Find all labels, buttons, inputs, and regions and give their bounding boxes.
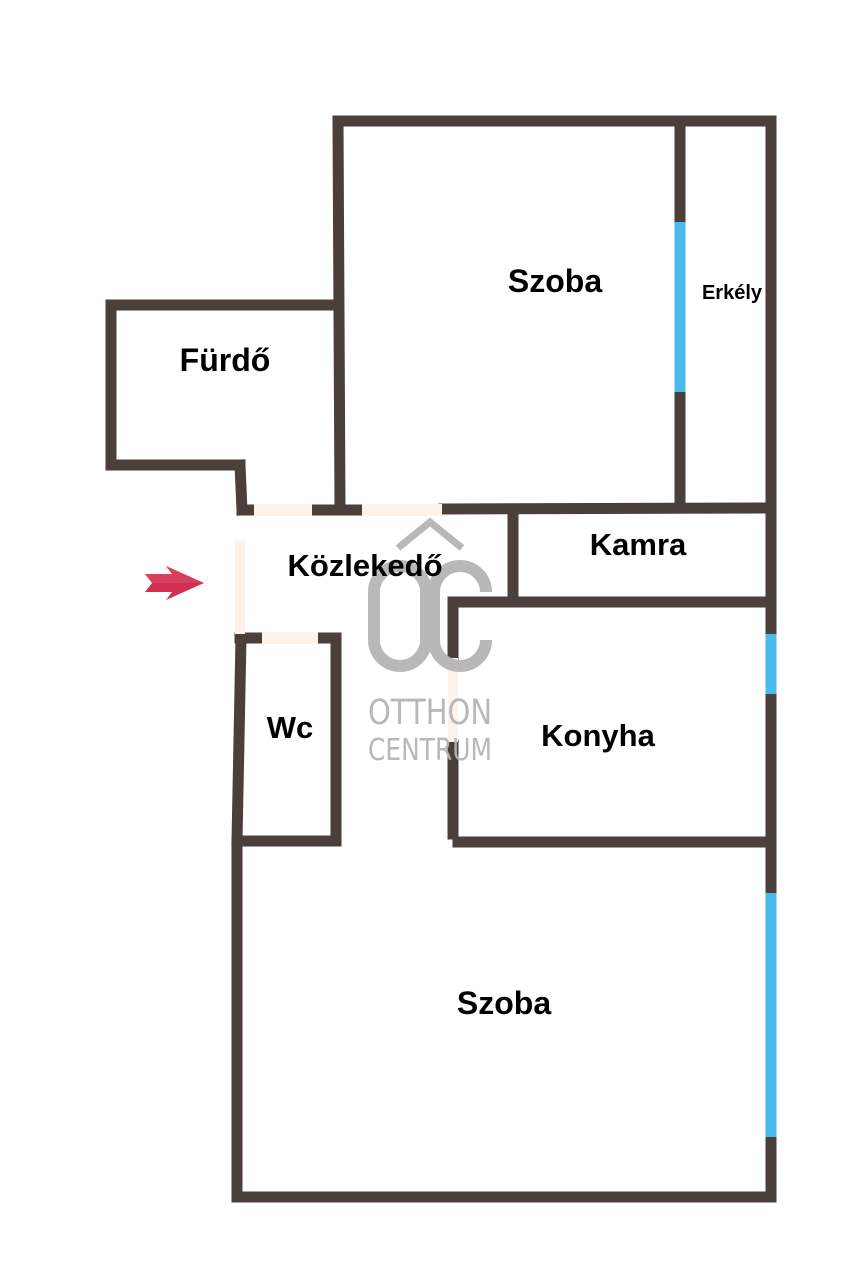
entrance-arrow-icon bbox=[145, 566, 204, 600]
watermark-c-shape bbox=[428, 560, 492, 672]
door-szoba-top bbox=[362, 504, 442, 516]
watermark-roof-icon bbox=[395, 517, 465, 551]
watermark: OTTHON CENTRUM bbox=[368, 517, 492, 768]
windows bbox=[674, 222, 777, 1137]
door-konyha bbox=[448, 658, 458, 742]
watermark-line2: CENTRUM bbox=[368, 733, 492, 768]
wall-furdo-right-stub bbox=[234, 459, 248, 516]
room-label-konyha: Konyha bbox=[541, 718, 655, 753]
watermark-line1: OTTHON bbox=[368, 693, 492, 733]
watermark-o-shape bbox=[368, 560, 432, 672]
room-label-kamra: Kamra bbox=[590, 527, 687, 562]
door-entrance bbox=[235, 540, 245, 634]
door-openings bbox=[235, 504, 458, 742]
room-label-erkely: Erkély bbox=[702, 282, 763, 304]
walls bbox=[105, 115, 777, 1203]
wall-szoba-left bbox=[332, 115, 346, 514]
door-furdo bbox=[254, 504, 312, 516]
room-label-szoba-top: Szoba bbox=[508, 263, 602, 299]
wall-wc-left bbox=[231, 632, 247, 847]
room-label-szoba-bottom: Szoba bbox=[457, 985, 551, 1021]
door-wc bbox=[262, 632, 318, 644]
room-label-wc: Wc bbox=[267, 710, 314, 745]
wall-szoba-bottom-c bbox=[438, 502, 777, 515]
room-label-kozlekedo: Közlekedő bbox=[287, 548, 442, 583]
room-label-furdo: Fürdő bbox=[180, 342, 271, 378]
